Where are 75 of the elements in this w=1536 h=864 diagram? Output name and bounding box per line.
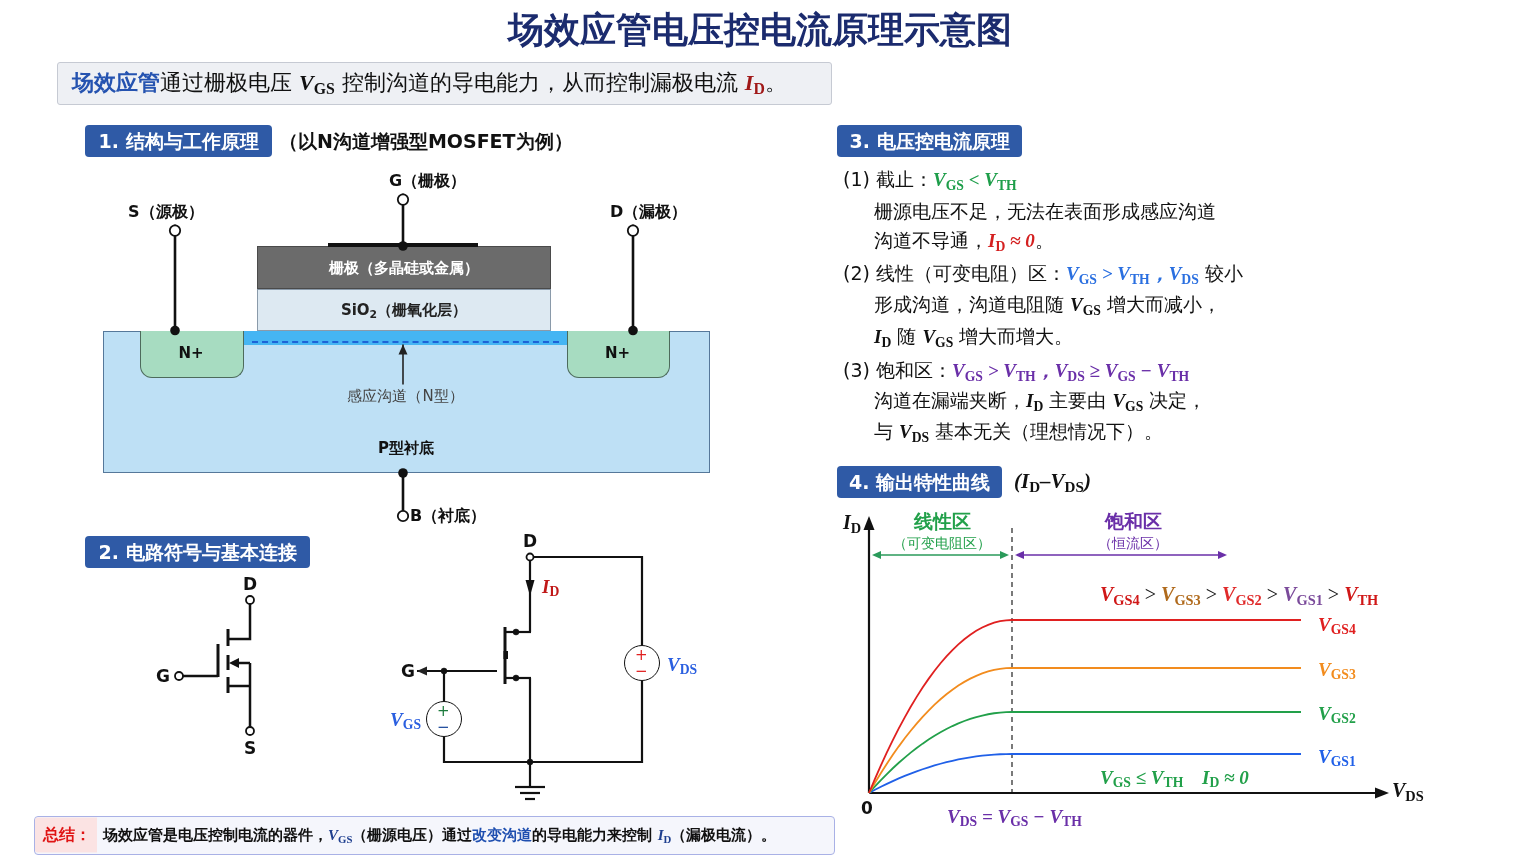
principle-text: 形成沟道，沟道电阻随 V$_{GS}$ 增大而减小， xyxy=(874,293,1222,317)
region-subtitle: （恒流区） xyxy=(1098,534,1168,552)
terminal-label: D xyxy=(522,530,538,552)
region-title: 饱和区 xyxy=(1104,509,1162,533)
polarity-sign: − xyxy=(634,661,648,680)
channel-label: 感应沟道（N型） xyxy=(347,386,464,405)
section-header xyxy=(85,536,310,568)
summary-text: 场效应管是电压控制电流的器件，V$_{GS}$（栅源电压）通过改变沟道的导电能力来控制 I$_{D}$（漏极电流）。 xyxy=(103,826,777,844)
section-note: (I$_{D}$–V$_{DS}$) xyxy=(1014,469,1091,495)
section-title: 3. 电压控电流原理 xyxy=(849,129,1010,153)
axis-label: I$_{D}$ xyxy=(842,510,862,534)
layer-label: 栅极（多晶硅或金属） xyxy=(329,258,479,277)
principle-text: (2) 线性（可变电阻）区：V$_{GS}$ > V$_{TH}$，V$_{DS}$ 较小 xyxy=(843,262,1243,286)
principle-text: 沟道不导通，I$_{D}$ ≈ 0。 xyxy=(874,229,1054,253)
region-subtitle: （可变电阻区） xyxy=(893,534,991,552)
region-label: P型衬底 xyxy=(378,439,434,457)
section-note: （以N沟道增强型MOSFET为例） xyxy=(279,129,573,153)
region-title: 线性区 xyxy=(913,509,971,533)
wire xyxy=(442,681,644,764)
curve-label: V$_{GS3}$ xyxy=(1318,658,1356,682)
cutoff-note: I$_{D}$ ≈ 0 xyxy=(1202,766,1249,790)
terminal-lead xyxy=(168,224,182,336)
intro-text: 场效应管通过栅极电压 V$_{GS}$ 控制沟道的导电能力，从而控制漏极电流 I$_{D}$。 xyxy=(72,69,787,97)
terminal-lead xyxy=(396,468,410,523)
summary-heading: 总结： xyxy=(35,817,97,853)
leader-arrow xyxy=(398,343,408,386)
inequality-note: V$_{GS4}$ > V$_{GS3}$ > V$_{GS2}$ > V$_{GS1}$ > V$_{TH}$ xyxy=(1100,582,1379,606)
curve-label: V$_{GS1}$ xyxy=(1318,745,1356,769)
terminal-lead xyxy=(626,224,640,336)
curve-label: V$_{GS2}$ xyxy=(1318,702,1356,726)
section-header xyxy=(837,125,1022,157)
region-label: N+ xyxy=(178,343,204,362)
terminal-label: G xyxy=(401,660,415,682)
voltage-source xyxy=(624,645,660,681)
boundary-note: V$_{DS}$ = V$_{GS}$ − V$_{TH}$ xyxy=(947,805,1082,829)
intro-banner xyxy=(57,62,832,105)
section-title: 2. 电路符号与基本连接 xyxy=(98,540,297,564)
principle-text: 与 V$_{DS}$ 基本无关（理想情况下）。 xyxy=(874,420,1164,444)
principle-text: 栅源电压不足，无法在表面形成感应沟道 xyxy=(874,199,1216,223)
origin-label: 0 xyxy=(861,797,873,819)
source-region xyxy=(139,330,244,378)
polarity-sign: + xyxy=(436,701,450,720)
substrate-region xyxy=(103,331,710,473)
oxide-layer xyxy=(257,289,551,331)
diagram-title: 场效应管电压控电流原理示意图 xyxy=(508,8,1012,52)
principle-text: 沟道在漏端夹断，I$_{D}$ 主要由 V$_{GS}$ 决定， xyxy=(874,389,1207,413)
terminal-label: S xyxy=(243,737,257,759)
terminal-label: D xyxy=(242,573,258,595)
terminal-label: S（源极） xyxy=(128,202,204,222)
voltage-label: V$_{GS}$ xyxy=(390,708,421,732)
principle-text: I$_{D}$ 随 V$_{GS}$ 增大而增大。 xyxy=(874,325,1074,349)
region-label: N+ xyxy=(604,343,631,362)
axis-label: V$_{DS}$ xyxy=(1392,778,1424,802)
voltage-source xyxy=(426,701,462,737)
section-header xyxy=(85,125,272,157)
terminal-lead xyxy=(396,193,410,251)
gate-wire xyxy=(417,666,446,701)
curve-label: V$_{GS4}$ xyxy=(1318,613,1356,637)
drain-region xyxy=(566,330,670,378)
section-title: 1. 结构与工作原理 xyxy=(98,129,259,153)
voltage-label: V$_{DS}$ xyxy=(667,653,698,677)
terminal-label: D（漏极） xyxy=(610,202,688,222)
cutoff-note: V$_{GS}$ ≤ V$_{TH}$ xyxy=(1100,766,1184,790)
principle-text: (3) 饱和区：V$_{GS}$ > V$_{TH}$，V$_{DS}$ ≥ V$_{GS}$ − V$_{TH}$ xyxy=(843,359,1190,383)
terminal-label: G xyxy=(156,665,170,687)
layer-label: SiO$_{2}$（栅氧化层） xyxy=(340,301,468,319)
polarity-sign: − xyxy=(436,717,450,736)
section-title: 4. 输出特性曲线 xyxy=(848,470,991,494)
terminal-label: B（衬底） xyxy=(410,506,487,526)
gate-layer xyxy=(257,246,551,289)
terminal-label: G（栅极） xyxy=(389,171,467,191)
section-header xyxy=(837,466,1002,498)
summary-panel xyxy=(34,816,835,855)
polarity-sign: + xyxy=(634,645,648,664)
current-label: I$_{D}$ xyxy=(542,575,560,599)
